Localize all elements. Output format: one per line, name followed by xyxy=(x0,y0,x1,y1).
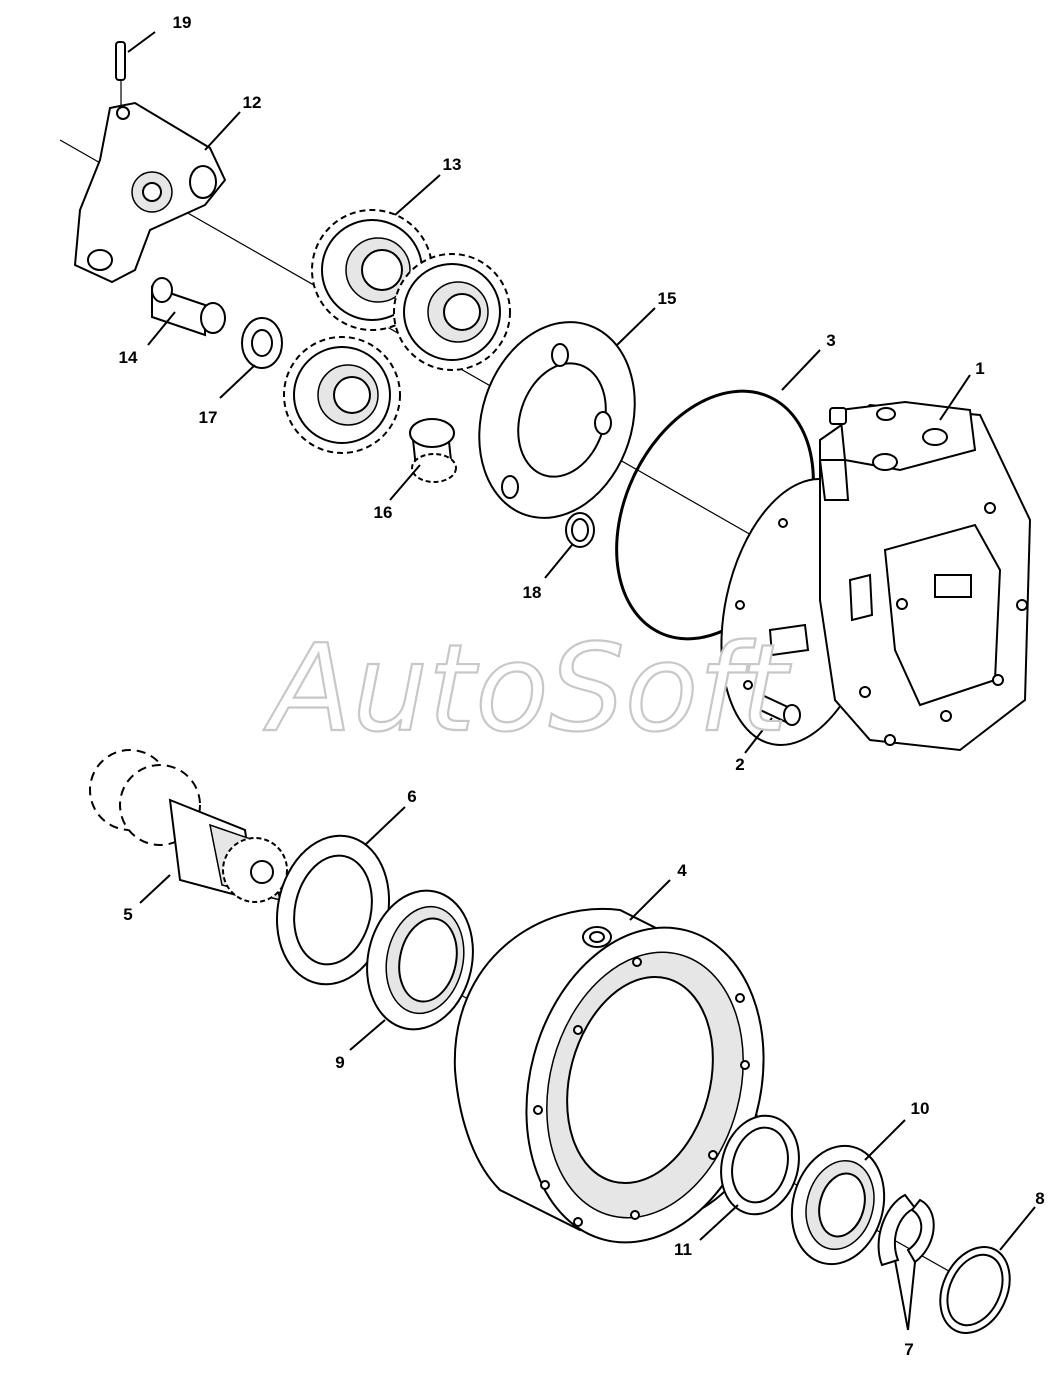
callout-8: 8 xyxy=(1035,1189,1044,1208)
ring-gear-housing-part-4 xyxy=(453,907,765,1244)
callout-16: 16 xyxy=(374,503,393,522)
snap-ring-part-8 xyxy=(939,1246,1011,1334)
thrust-plate-part-15 xyxy=(478,321,636,519)
snap-ring-part-18 xyxy=(565,512,595,548)
washer-part-17 xyxy=(241,317,283,369)
callout-2: 2 xyxy=(735,755,744,774)
callout-13: 13 xyxy=(443,155,462,174)
watermark-text: AutoSoft xyxy=(263,620,791,759)
callout-1: 1 xyxy=(975,359,984,378)
sprocket-shaft-part-5 xyxy=(89,749,288,903)
lock-washer-part-7 xyxy=(877,1193,935,1267)
callout-9: 9 xyxy=(335,1053,344,1072)
hydraulic-motor-part-1 xyxy=(720,400,1032,752)
callout-3: 3 xyxy=(826,331,835,350)
pin-part-19 xyxy=(115,41,126,105)
sun-gear-part-16 xyxy=(409,418,457,483)
callout-17: 17 xyxy=(199,408,218,427)
callout-12: 12 xyxy=(243,93,262,112)
callout-5: 5 xyxy=(123,905,132,924)
callout-4: 4 xyxy=(677,861,687,880)
callout-15: 15 xyxy=(658,289,677,308)
callout-10: 10 xyxy=(911,1099,930,1118)
callout-6: 6 xyxy=(407,787,416,806)
planet-gear-part-13-right xyxy=(393,253,511,371)
callout-7: 7 xyxy=(904,1340,913,1359)
callout-11: 11 xyxy=(674,1240,692,1259)
bolt-part-2 xyxy=(756,693,801,726)
callout-14: 14 xyxy=(119,348,138,367)
seal-ring-part-11 xyxy=(720,1114,800,1216)
callout-18: 18 xyxy=(523,583,542,602)
roller-bearing-part-9 xyxy=(366,889,474,1031)
tapered-bearing-part-10 xyxy=(790,1144,886,1266)
callout-19: 19 xyxy=(173,13,192,32)
leader-lines xyxy=(127,31,1036,1331)
planet-gear-part-13-bottom xyxy=(283,336,401,454)
bushing-part-14 xyxy=(151,277,226,337)
carrier-plate-part-12 xyxy=(73,101,227,284)
